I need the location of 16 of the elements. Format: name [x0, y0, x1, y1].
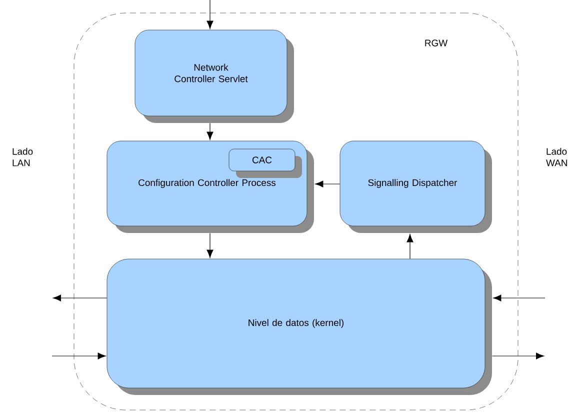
process-box: Network Controller Servlet [134, 30, 294, 123]
side-label: Lado WAN [546, 148, 567, 166]
process-box: CAC [228, 148, 302, 178]
arrow [206, 122, 214, 140]
arrow [52, 294, 108, 302]
process-box: Nivel de datos (kernel) [106, 258, 492, 395]
process-box: Signalling Dispatcher [340, 140, 492, 233]
arrow [52, 352, 106, 360]
arrow [406, 234, 414, 260]
boundary-label: RGW [425, 40, 448, 46]
arrow [492, 352, 544, 360]
arrow [206, 0, 214, 29]
arrow [315, 180, 340, 188]
arrow [493, 294, 546, 302]
arrow [206, 232, 214, 258]
side-label: Lado LAN [12, 148, 33, 166]
